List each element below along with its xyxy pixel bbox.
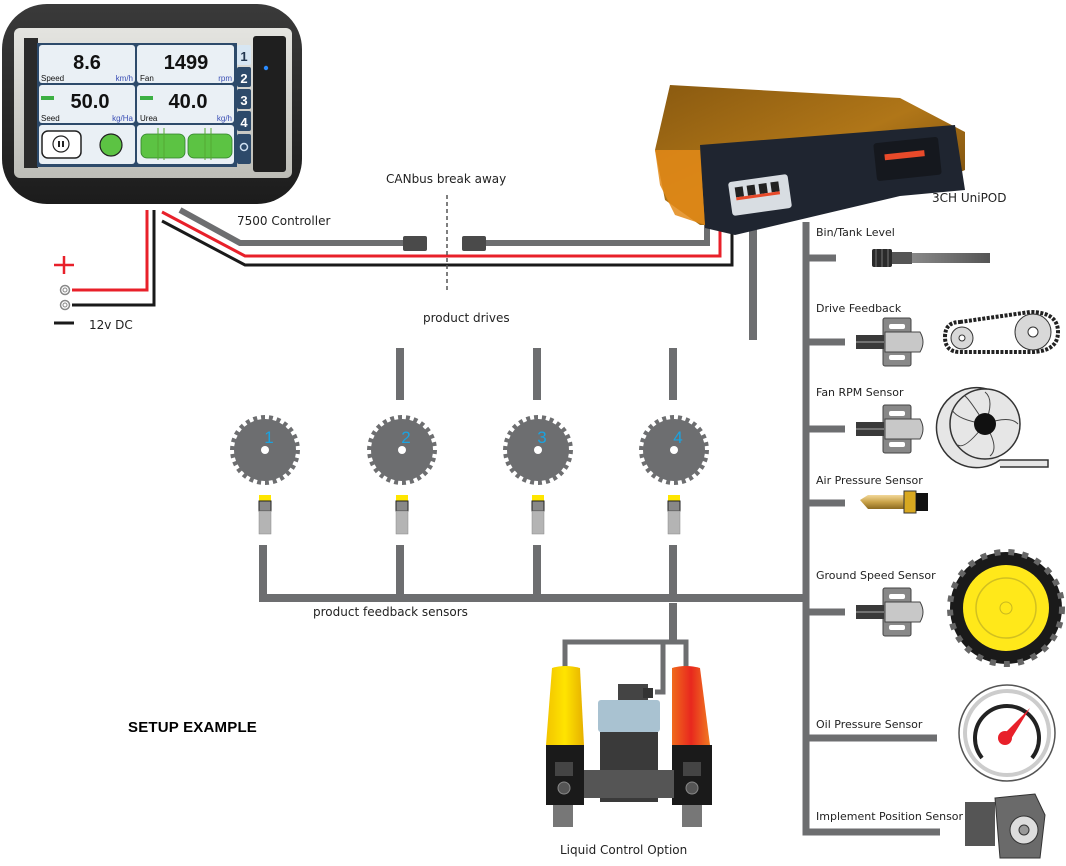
tab-4[interactable]: 4 [237, 111, 251, 131]
drive-number: 2 [401, 428, 410, 447]
tab-2-label: 2 [240, 71, 247, 86]
liquid-control-unit [546, 639, 712, 827]
seed-unit: kg/Ha [112, 114, 133, 123]
sensor-label-oil-pressure: Oil Pressure Sensor [816, 718, 923, 731]
cables [54, 195, 940, 836]
screen-cell-fan[interactable]: 1499 Fan rpm [137, 45, 234, 83]
fan-icon [935, 386, 1049, 469]
screen-cell-urea[interactable]: 40.0 Urea kg/h [137, 85, 234, 123]
urea-value: 40.0 [169, 91, 208, 113]
speed-value: 8.6 [73, 52, 101, 74]
fan-value: 1499 [164, 52, 209, 74]
drive-number: 1 [264, 428, 273, 447]
chain-drive-icon [942, 309, 1061, 354]
fan-rpm-sensor-icon [856, 404, 924, 454]
tab-4-label: 4 [240, 115, 248, 130]
gear-icon[interactable] [237, 134, 251, 164]
product-feedback-label: product feedback sensors [313, 605, 468, 619]
pause-icon[interactable] [41, 130, 82, 159]
drive-sprocket-1: 1 [230, 415, 300, 485]
liquid-control-label: Liquid Control Option [560, 843, 688, 857]
sensor-label-drive-feedback: Drive Feedback [816, 302, 902, 315]
urea-label: Urea [140, 114, 158, 123]
product-drives-label: product drives [423, 311, 510, 325]
feedback-sensor-4 [667, 495, 681, 535]
canbus-connector-left [403, 236, 427, 251]
sensor-label-fan-rpm: Fan RPM Sensor [816, 386, 904, 399]
tab-3-label: 3 [240, 93, 247, 108]
canbus-cable-left [178, 207, 405, 246]
drive-sprocket-3: 3 [503, 415, 573, 485]
screen-cell-speed[interactable]: 8.6 Speed km/h [39, 45, 135, 83]
fan-unit: rpm [218, 74, 232, 83]
tank-icon[interactable] [140, 128, 186, 160]
power-led [263, 65, 269, 71]
tab-3[interactable]: 3 [237, 89, 251, 109]
unipod-module [655, 85, 965, 235]
drive-number: 3 [537, 428, 546, 447]
air-pressure-fitting-icon [860, 490, 928, 514]
seed-label: Seed [41, 114, 60, 123]
controller-label: 7500 Controller [237, 214, 331, 228]
feedback-sensor-2 [395, 495, 409, 535]
power-black-trunk [161, 219, 734, 267]
seed-indicator [41, 96, 54, 100]
sensor-label-ground-speed: Ground Speed Sensor [816, 569, 936, 582]
plus-icon [54, 256, 74, 274]
speed-unit: km/h [116, 74, 133, 83]
feedback-sensors [258, 495, 681, 535]
urea-indicator [140, 96, 153, 100]
canbus-cable-right [485, 225, 710, 246]
sensor-label-bin-tank: Bin/Tank Level [816, 226, 895, 239]
tank-level-sensor-icon [872, 249, 990, 267]
drive-sprocket-2: 2 [367, 415, 437, 485]
unipod-label: 3CH UniPOD [932, 191, 1007, 205]
position-sensor-icon [965, 793, 1046, 859]
tank-icon[interactable] [187, 128, 233, 160]
seed-value: 50.0 [71, 91, 110, 113]
screen-cell-tanks [137, 125, 234, 164]
screen-cell-controls [39, 125, 135, 164]
product-feedback-bus [259, 545, 806, 602]
gauge-icon [958, 684, 1056, 782]
drive-number: 4 [673, 428, 682, 447]
sprocket-hub [261, 446, 269, 454]
setup-example-title: SETUP EXAMPLE [128, 719, 258, 736]
fan-label: Fan [140, 74, 154, 83]
drive-sprocket-4: 4 [639, 415, 709, 485]
green-status-circle[interactable] [99, 133, 123, 157]
ring-terminal-negative [59, 299, 71, 311]
sprocket-hub [670, 446, 678, 454]
sensor-label-air-pressure: Air Pressure Sensor [816, 474, 923, 487]
wheel-icon [947, 549, 1065, 667]
ground-speed-sensor-icon [856, 587, 924, 637]
controller-display: 8.6 Speed km/h 1499 Fan rpm 50.0 Seed kg… [2, 4, 302, 204]
ring-terminal-positive [59, 284, 71, 296]
canbus-label: CANbus break away [386, 172, 507, 186]
tab-1-label: 1 [240, 49, 247, 64]
tab-1[interactable]: 1 [237, 45, 251, 65]
power-positive-wire [72, 210, 149, 292]
side-tabs: 1 2 3 4 [237, 45, 251, 164]
feedback-sensor-3 [531, 495, 545, 535]
power-label: 12v DC [89, 318, 133, 332]
feedback-sensor-1 [258, 495, 272, 535]
speed-label: Speed [41, 74, 64, 83]
power-red-trunk [161, 210, 722, 258]
power-negative-wire [72, 210, 156, 307]
screen-cell-seed[interactable]: 50.0 Seed kg/Ha [39, 85, 135, 123]
sprocket-hub [398, 446, 406, 454]
drive-feedback-sensor-icon [856, 317, 924, 367]
tab-2[interactable]: 2 [237, 67, 251, 87]
sprocket-hub [534, 446, 542, 454]
urea-unit: kg/h [217, 114, 232, 123]
canbus-connector-right [462, 236, 486, 251]
sensor-bus [802, 222, 940, 836]
sensor-label-implement-position: Implement Position Sensor [816, 810, 964, 823]
product-drives: 1 2 3 4 [230, 415, 709, 485]
